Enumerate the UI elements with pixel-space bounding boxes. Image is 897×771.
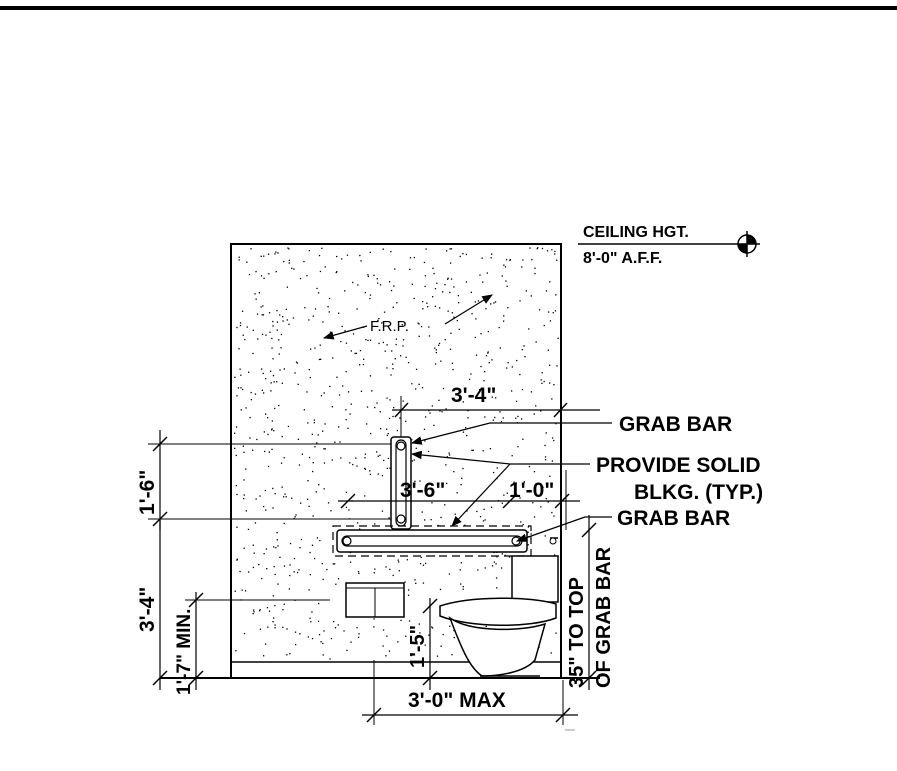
dim-label-grab-bar-top-line2: OF GRAB BAR — [593, 546, 615, 688]
frp-leader-left — [322, 325, 368, 340]
vertical-grab-bar — [390, 436, 412, 530]
dim-tick-hbar-mid — [502, 493, 518, 509]
frp-label: F.R.P. — [370, 318, 409, 335]
dim-tick-dispenser-top — [188, 592, 204, 608]
dim-tick-depth-right — [555, 707, 571, 723]
dim-tick-grab-bar-floor — [581, 670, 597, 686]
callout-blocking-line1: PROVIDE SOLID — [596, 454, 761, 477]
leader-grab-bar-lower-arrow — [515, 516, 586, 542]
leader-blocking-to-hbar — [451, 463, 511, 527]
dim-tick-centerline-bottom — [422, 670, 438, 686]
dim-label-grab-bar-top-line1: 35" TO TOP — [566, 577, 588, 688]
dim-label-horizontal-bar-length: 3'-6" — [400, 479, 445, 502]
dim-label-toilet-depth: 3'-0" MAX — [408, 689, 506, 712]
dim-tick-dispenser-bottom — [188, 670, 204, 686]
leader-blocking-to-vbar — [410, 450, 511, 465]
horizontal-grab-bar — [336, 529, 528, 553]
dim-tick-bar-height-bottom — [152, 670, 168, 686]
dim-label-bar-height: 3'-4" — [136, 587, 159, 632]
solid-blocking-outline — [332, 525, 532, 557]
dim-label-dispenser-height: 1'-7" MIN. — [174, 609, 195, 695]
dim-label-bar-offset: 1'-0" — [509, 479, 554, 502]
callout-grab-bar-upper: GRAB BAR — [619, 413, 732, 436]
dim-tick-depth-left — [366, 707, 382, 723]
toilet-fixture — [439, 537, 559, 677]
dim-tick-grab-bar-top — [581, 522, 597, 538]
toilet-paper-dispenser — [345, 582, 405, 618]
frp-leader-right — [444, 294, 493, 325]
leader-grab-bar-upper-arrow — [410, 422, 491, 445]
dim-tick-centerline-top — [422, 598, 438, 614]
dim-label-toilet-centerline: 1'-5" — [407, 625, 429, 668]
dim-tick-hbar-left — [340, 493, 356, 509]
ceiling-height-label-line2: 8'-0" A.F.F. — [583, 250, 662, 267]
elevation-datum-icon — [735, 231, 760, 257]
dim-tick-hbar-right — [554, 493, 570, 509]
callout-blocking-line2: BLKG. (TYP.) — [634, 481, 763, 504]
dim-label-vertical-bar-length: 1'-6" — [136, 470, 159, 515]
dim-tick-vbar-top — [152, 436, 168, 452]
dim-label-bar-to-edge: 3'-4" — [451, 384, 496, 407]
callout-grab-bar-lower: GRAB BAR — [617, 507, 730, 530]
dim-tick-bar-to-edge-right — [553, 402, 568, 418]
ceiling-height-label-line1: CEILING HGT. — [583, 224, 689, 241]
